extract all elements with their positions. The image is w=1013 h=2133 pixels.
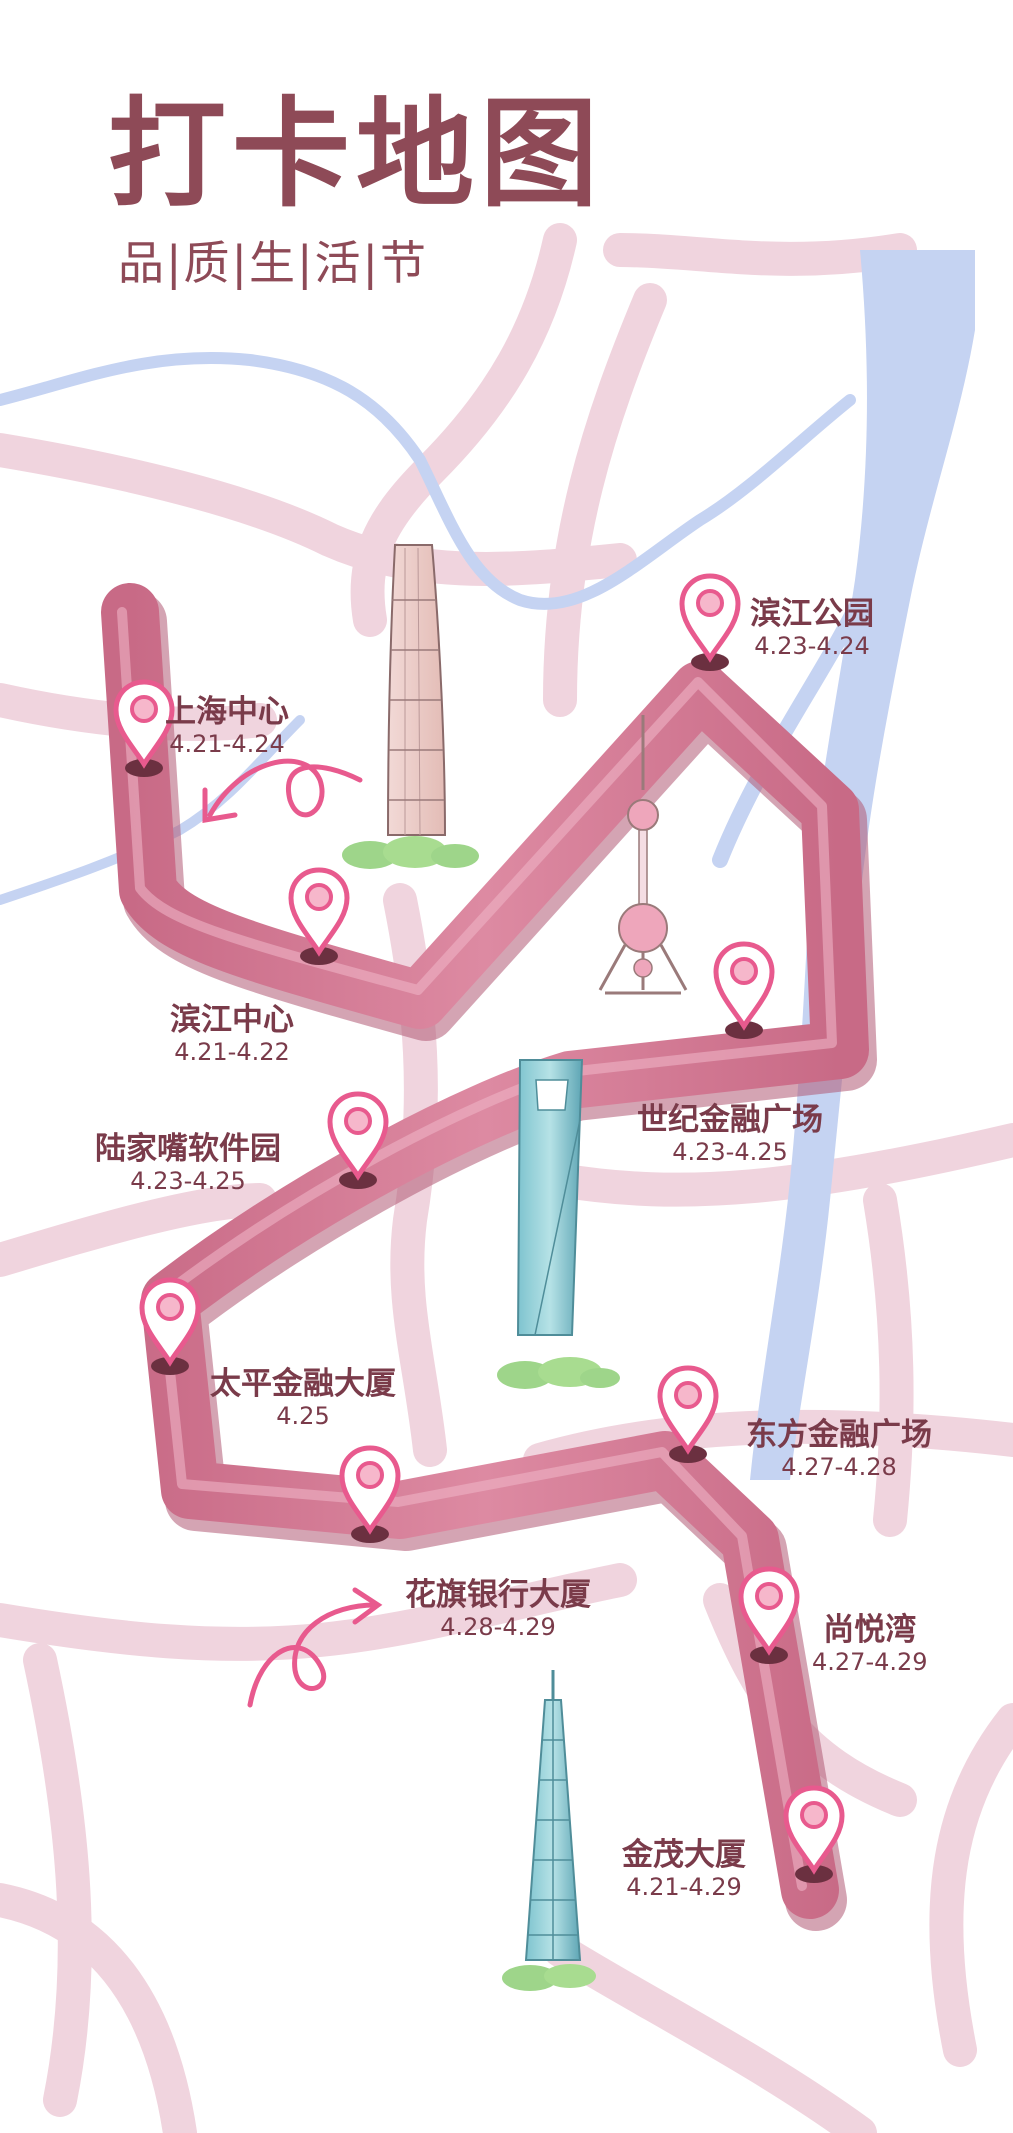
location-label[interactable]: 太平金融大厦 4.25 <box>210 1366 396 1430</box>
location-dates: 4.23-4.25 <box>672 1137 788 1166</box>
location-dates: 4.28-4.29 <box>440 1612 556 1641</box>
location-name: 上海中心 <box>165 694 289 730</box>
map-pin-icon[interactable] <box>782 1784 846 1884</box>
location-label[interactable]: 陆家嘴软件园 4.23-4.25 <box>95 1131 281 1195</box>
location-name: 尚悦湾 <box>823 1612 917 1648</box>
oriental-pearl-tower-icon <box>598 715 688 995</box>
route-path <box>101 583 869 1919</box>
map-pin-icon[interactable] <box>112 678 176 778</box>
map-pin-icon[interactable] <box>326 1090 390 1190</box>
location-label[interactable]: 花旗银行大厦 4.28-4.29 <box>405 1577 591 1641</box>
location-dates: 4.23-4.24 <box>754 631 870 660</box>
map-pin-icon[interactable] <box>138 1276 202 1376</box>
location-name: 陆家嘴软件园 <box>95 1131 281 1167</box>
location-label[interactable]: 尚悦湾 4.27-4.29 <box>812 1612 928 1676</box>
location-dates: 4.27-4.28 <box>781 1452 897 1481</box>
location-name: 花旗银行大厦 <box>405 1577 591 1613</box>
jinmao-tower-icon <box>502 1670 596 1991</box>
page-title: 打卡地图 <box>108 85 605 223</box>
map-pin-icon[interactable] <box>712 940 776 1040</box>
location-label[interactable]: 上海中心 4.21-4.24 <box>165 694 289 758</box>
location-name: 金茂大厦 <box>622 1837 746 1873</box>
location-dates: 4.23-4.25 <box>130 1166 246 1195</box>
map-pin-icon[interactable] <box>287 866 351 966</box>
location-label[interactable]: 金茂大厦 4.21-4.29 <box>622 1837 746 1901</box>
location-dates: 4.27-4.29 <box>812 1647 928 1676</box>
curly-arrow-icon <box>247 1587 383 1708</box>
route-highlight <box>117 607 837 1891</box>
location-dates: 4.21-4.24 <box>169 729 285 758</box>
location-label[interactable]: 世纪金融广场 4.23-4.25 <box>637 1102 823 1166</box>
location-label[interactable]: 滨江公园 4.23-4.24 <box>750 596 874 660</box>
location-name: 东方金融广场 <box>746 1417 932 1453</box>
location-dates: 4.21-4.22 <box>174 1037 290 1066</box>
location-name: 太平金融大厦 <box>210 1366 396 1402</box>
location-name: 滨江中心 <box>170 1002 294 1038</box>
location-label[interactable]: 东方金融广场 4.27-4.28 <box>746 1417 932 1481</box>
location-label[interactable]: 滨江中心 4.21-4.22 <box>170 1002 294 1066</box>
curly-arrow-icon <box>202 758 363 823</box>
map-pin-icon[interactable] <box>737 1565 801 1665</box>
page-subtitle: 品|质|生|活|节 <box>118 236 428 290</box>
location-name: 世纪金融广场 <box>637 1102 823 1138</box>
location-dates: 4.21-4.29 <box>626 1872 742 1901</box>
world-financial-center-icon <box>497 1059 620 1389</box>
map-pin-icon[interactable] <box>656 1364 720 1464</box>
shanghai-tower-icon <box>342 544 479 869</box>
map-pin-icon[interactable] <box>338 1444 402 1544</box>
location-name: 滨江公园 <box>750 596 874 632</box>
map-pin-icon[interactable] <box>678 572 742 672</box>
location-dates: 4.25 <box>276 1401 330 1430</box>
